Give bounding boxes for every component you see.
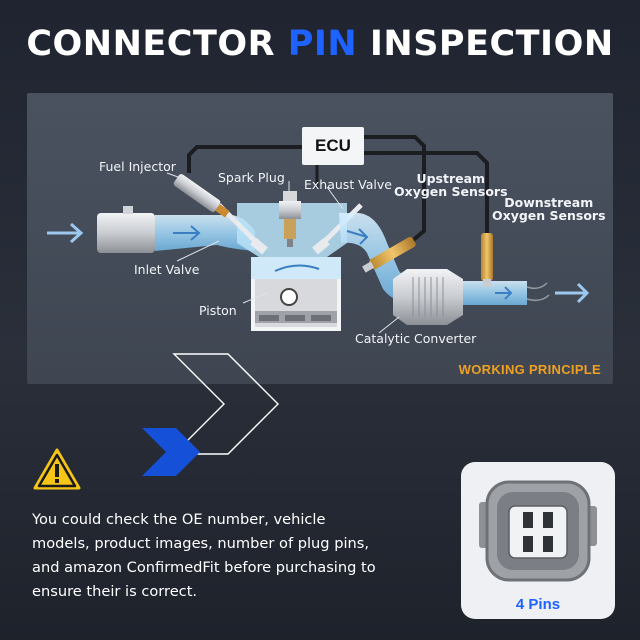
label-upstream-oxygen-sensors: Upstream Oxygen Sensors bbox=[394, 172, 508, 198]
connector-card: 4 Pins bbox=[461, 462, 615, 619]
working-principle-diagram: ECU Fuel Injector Spark Plug Exhaust Val… bbox=[27, 93, 613, 384]
ecu-wire-injector bbox=[187, 145, 302, 173]
notice-text: You could check the OE number, vehicle m… bbox=[32, 511, 376, 600]
title-part2: INSPECTION bbox=[357, 24, 614, 64]
working-principle-caption: WORKING PRINCIPLE bbox=[458, 362, 601, 377]
title-accent: PIN bbox=[287, 24, 358, 64]
catalytic-converter bbox=[393, 269, 463, 325]
chevron-decoration-icon bbox=[142, 353, 279, 476]
intake-arrow-icon bbox=[47, 222, 84, 244]
label-fuel-injector: Fuel Injector bbox=[99, 159, 176, 174]
downstream-line1: Downstream bbox=[504, 195, 594, 210]
upstream-oxygen-sensor bbox=[362, 236, 416, 273]
title-part1: CONNECTOR bbox=[26, 24, 288, 64]
downstream-line2: Oxygen Sensors bbox=[492, 208, 606, 223]
engine-diagram-graphic bbox=[47, 135, 590, 334]
label-catalytic-converter: Catalytic Converter bbox=[355, 331, 477, 346]
connector-4-pin-icon bbox=[479, 480, 597, 582]
ecu-wire-upstream bbox=[364, 135, 426, 243]
label-piston: Piston bbox=[199, 303, 237, 318]
intake-pipe bbox=[155, 215, 255, 251]
label-inlet-valve: Inlet Valve bbox=[134, 262, 200, 277]
pins-count-label: 4 Pins bbox=[515, 596, 561, 613]
label-spark-plug: Spark Plug bbox=[218, 170, 285, 185]
label-exhaust-valve: Exhaust Valve bbox=[304, 177, 392, 192]
ecu-wire-downstream bbox=[364, 151, 489, 233]
warning-icon bbox=[33, 448, 81, 490]
upstream-line1: Upstream bbox=[416, 171, 486, 186]
ecu-box: ECU bbox=[302, 127, 364, 165]
upstream-line2: Oxygen Sensors bbox=[394, 184, 508, 199]
fuel-injector bbox=[173, 174, 230, 218]
spark-plug bbox=[283, 191, 297, 201]
downstream-oxygen-sensor bbox=[481, 233, 493, 287]
exhaust-arrow-icon bbox=[555, 282, 590, 304]
page-title: CONNECTOR PIN INSPECTION bbox=[0, 24, 640, 64]
label-downstream-oxygen-sensors: Downstream Oxygen Sensors bbox=[492, 196, 606, 222]
intake-body bbox=[97, 213, 155, 253]
